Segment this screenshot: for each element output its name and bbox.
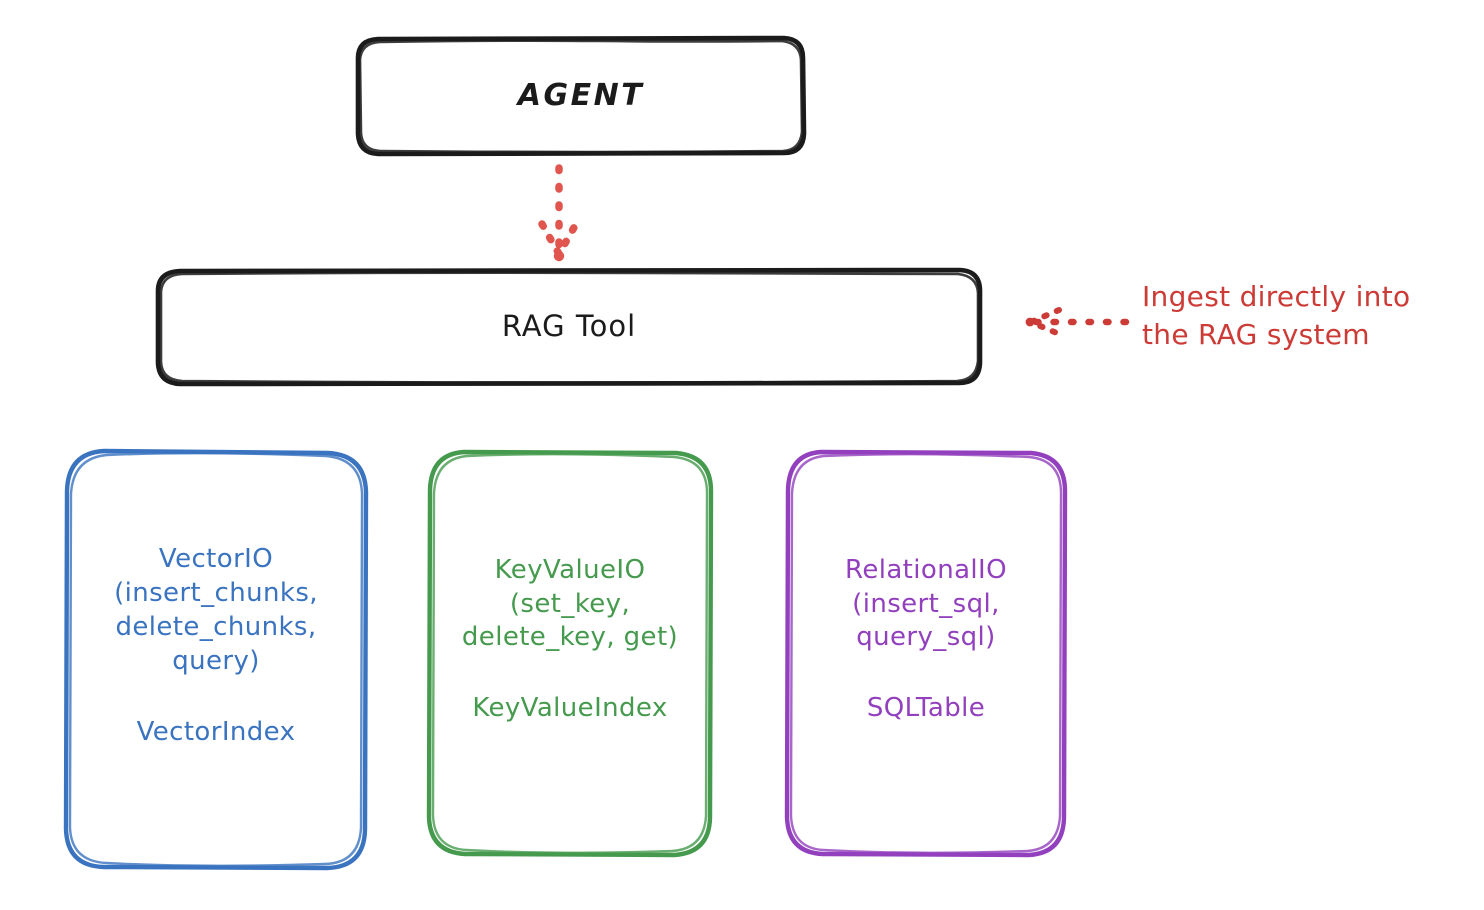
ingest-annotation-text: Ingest directly into the RAG system bbox=[1142, 280, 1411, 351]
vector-io-content: VectorIO (insert_chunks, delete_chunks, … bbox=[114, 543, 318, 746]
key-value-io-box-outline bbox=[426, 449, 714, 858]
vector-index-label: VectorIndex bbox=[136, 716, 296, 747]
rag-tool-box-outline bbox=[155, 267, 983, 387]
agent-node[interactable]: AGENT bbox=[358, 38, 804, 154]
agent-box-outline bbox=[355, 35, 807, 157]
agent-label: AGENT bbox=[517, 77, 645, 113]
key-value-io-node[interactable]: KeyValueIO (set_key, delete_key, get) Ke… bbox=[429, 450, 711, 855]
agent-to-rag-connector-icon bbox=[538, 164, 580, 262]
sql-table-label: SQLTable bbox=[866, 693, 986, 724]
vector-io-node[interactable]: VectorIO (insert_chunks, delete_chunks, … bbox=[66, 450, 366, 868]
relational-io-api-label: RelationalIO (insert_sql, query_sql) bbox=[845, 554, 1007, 653]
relational-io-content: RelationalIO (insert_sql, query_sql) SQL… bbox=[845, 554, 1007, 723]
rag-tool-label: RAG Tool bbox=[501, 309, 637, 344]
vector-io-box-outline bbox=[63, 448, 369, 871]
ingest-annotation-connector-icon bbox=[1025, 307, 1130, 337]
relational-io-node[interactable]: RelationalIO (insert_sql, query_sql) SQL… bbox=[787, 450, 1065, 855]
key-value-io-content: KeyValueIO (set_key, delete_key, get) Ke… bbox=[462, 554, 678, 723]
relational-io-box-outline bbox=[784, 449, 1068, 858]
key-value-io-api-label: KeyValueIO (set_key, delete_key, get) bbox=[461, 554, 679, 653]
key-value-index-label: KeyValueIndex bbox=[472, 693, 668, 724]
rag-tool-node[interactable]: RAG Tool bbox=[158, 270, 980, 384]
vector-io-api-label: VectorIO (insert_chunks, delete_chunks, … bbox=[114, 544, 318, 676]
